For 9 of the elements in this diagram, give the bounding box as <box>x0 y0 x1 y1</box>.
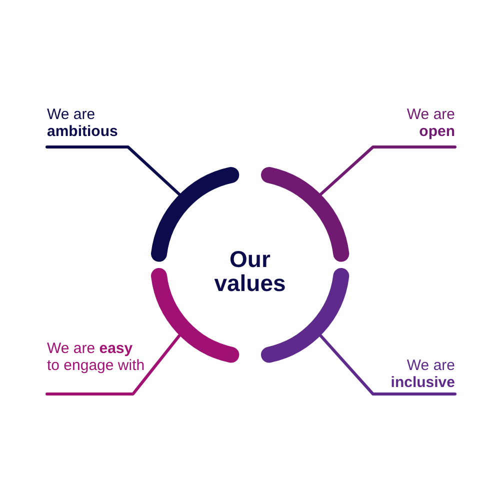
value-label: We are open <box>375 106 455 140</box>
value-label: We are ambitious <box>47 106 127 140</box>
center-title: Our values <box>205 247 295 295</box>
leader-line <box>319 334 456 396</box>
leader-line <box>319 146 456 196</box>
leader-line <box>46 334 181 396</box>
value-label: We are easy to engage with <box>47 340 147 374</box>
value-label: We are inclusive <box>375 357 455 391</box>
leader-line <box>46 146 181 196</box>
